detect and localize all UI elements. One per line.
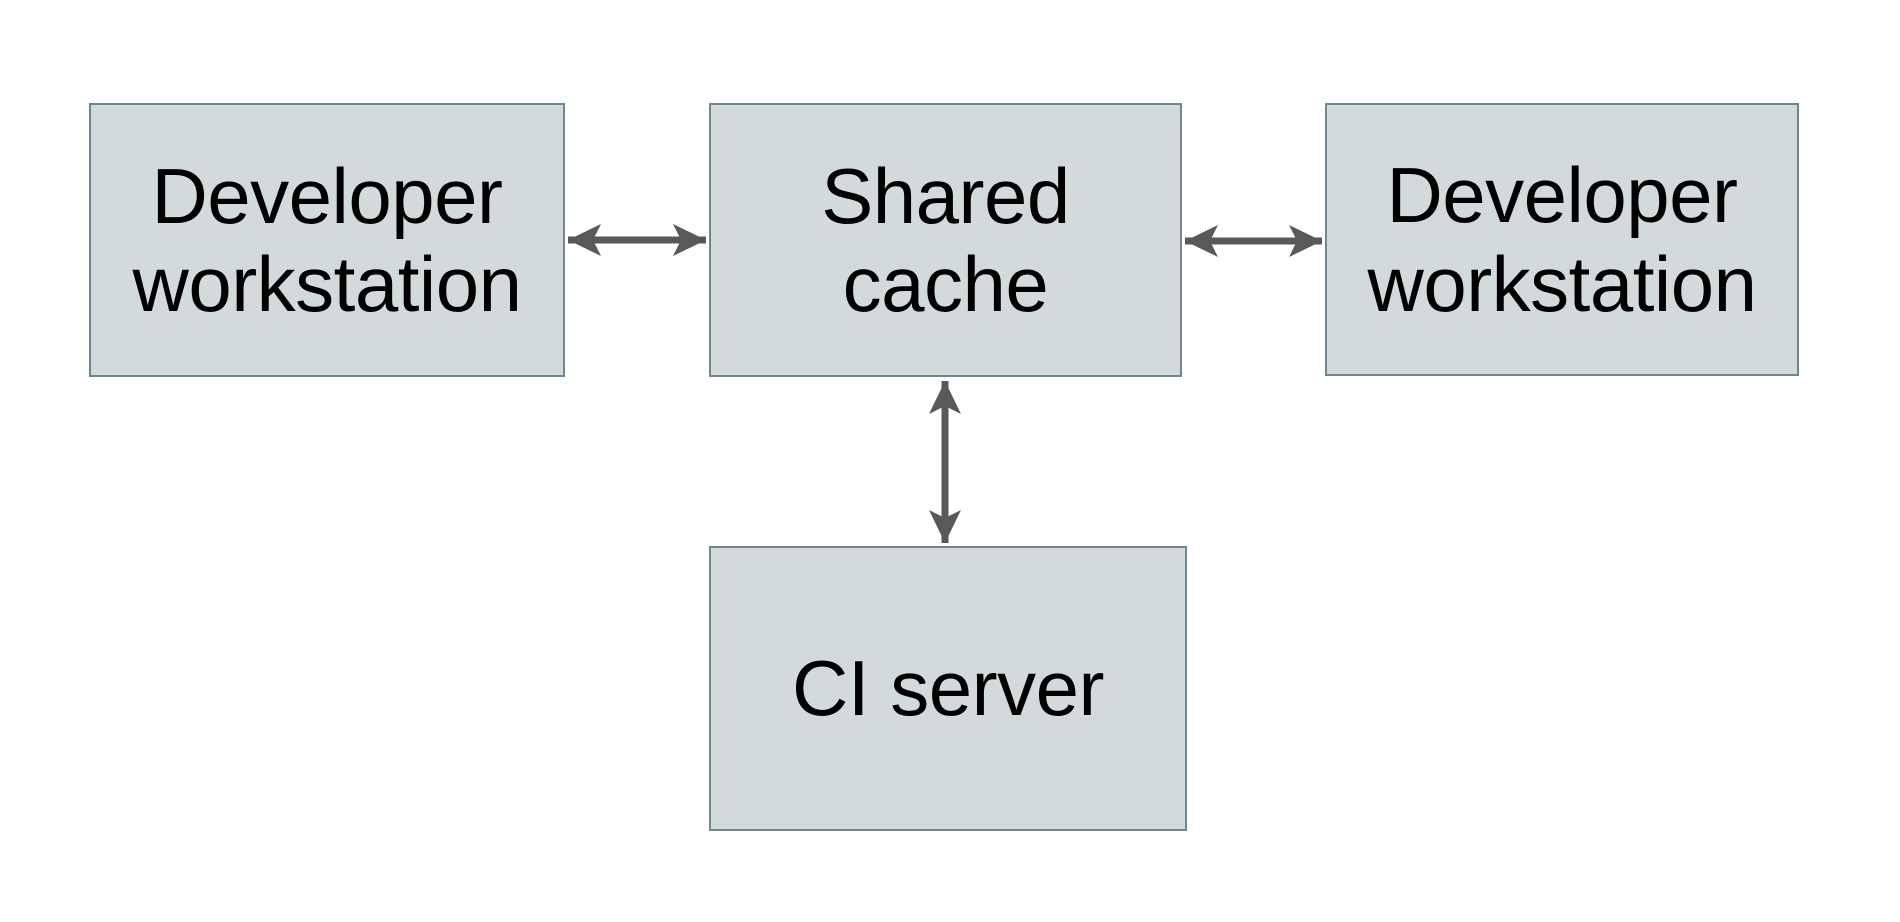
node-ci-server: CI server [709, 546, 1187, 831]
node-developer-workstation-left: Developer workstation [89, 103, 565, 377]
node-developer-workstation-right: Developer workstation [1325, 103, 1799, 376]
node-label: Developer workstation [132, 151, 523, 328]
node-shared-cache: Shared cache [709, 103, 1182, 377]
node-label: Shared cache [821, 151, 1070, 328]
node-label: CI server [792, 644, 1104, 733]
node-label: Developer workstation [1367, 151, 1758, 328]
